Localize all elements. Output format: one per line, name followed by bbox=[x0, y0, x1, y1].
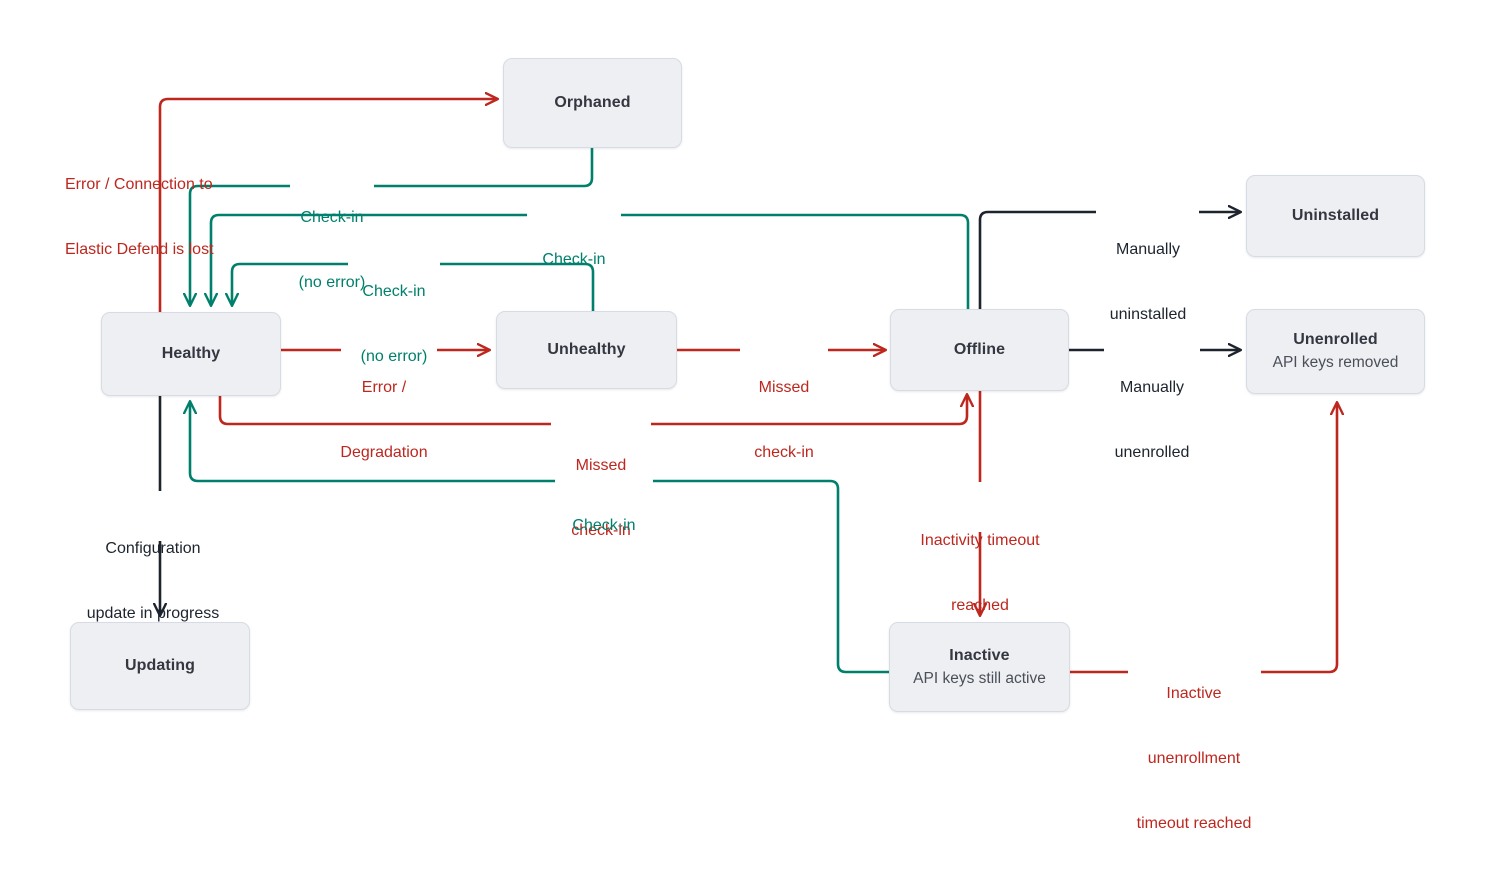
node-unenrolled-title: Unenrolled bbox=[1293, 331, 1378, 349]
edge-healthy-to-orphaned bbox=[158, 99, 497, 312]
edge-offline-to-healthy bbox=[211, 213, 970, 312]
node-inactive-title: Inactive bbox=[949, 646, 1010, 664]
node-unenrolled-subtitle: API keys removed bbox=[1272, 354, 1399, 372]
node-offline-title: Offline bbox=[953, 341, 1006, 359]
edge-orphaned-to-healthy bbox=[190, 148, 594, 305]
node-uninstalled[interactable]: Uninstalled bbox=[1246, 175, 1425, 257]
node-unhealthy[interactable]: Unhealthy bbox=[496, 311, 677, 389]
node-healthy-title: Healthy bbox=[161, 345, 221, 363]
node-uninstalled-title: Uninstalled bbox=[1291, 207, 1380, 225]
edge-unhealthy-to-healthy bbox=[232, 262, 595, 311]
node-healthy[interactable]: Healthy bbox=[101, 312, 281, 396]
node-orphaned[interactable]: Orphaned bbox=[503, 58, 682, 148]
edge-offline-to-uninstalled bbox=[978, 212, 1240, 312]
node-inactive[interactable]: Inactive API keys still active bbox=[889, 622, 1070, 712]
edge-healthy-to-offline bbox=[218, 395, 967, 426]
edge-inactive-to-healthy bbox=[190, 402, 889, 674]
edge-inactive-to-unenrolled bbox=[1070, 403, 1337, 674]
node-offline[interactable]: Offline bbox=[890, 309, 1069, 391]
node-updating-title: Updating bbox=[124, 657, 196, 675]
edges-layer bbox=[0, 0, 1494, 674]
node-orphaned-title: Orphaned bbox=[554, 94, 631, 112]
edge-label-line3: timeout reached bbox=[1136, 815, 1252, 832]
node-unenrolled[interactable]: Unenrolled API keys removed bbox=[1246, 309, 1425, 394]
state-diagram: Orphaned Healthy Unhealthy Offline Unins… bbox=[0, 0, 1494, 832]
node-unhealthy-title: Unhealthy bbox=[547, 341, 626, 359]
node-updating[interactable]: Updating bbox=[70, 622, 250, 710]
node-inactive-subtitle: API keys still active bbox=[913, 669, 1046, 687]
